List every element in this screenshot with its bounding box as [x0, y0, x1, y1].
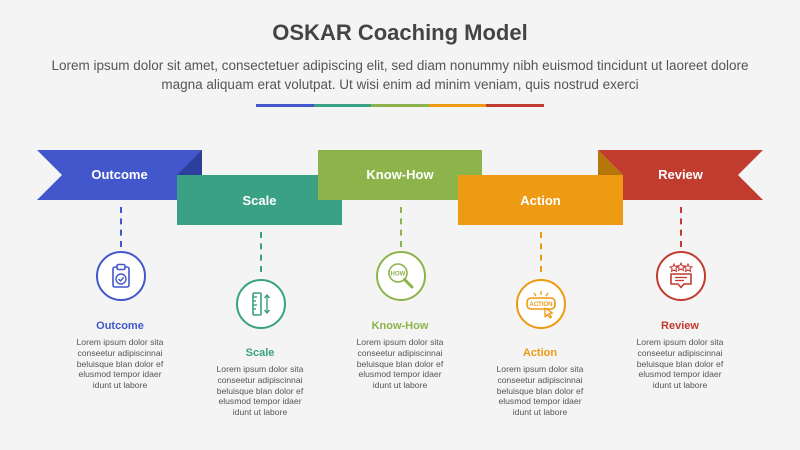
ribbon-scale — [177, 175, 342, 225]
step-label-outcome: Outcome — [96, 320, 144, 332]
divider-segment-review — [486, 104, 544, 107]
connector-review — [680, 207, 682, 247]
icon-circle-outcome — [96, 251, 146, 301]
action-button-icon: ACTION — [526, 291, 556, 319]
connector-outcome — [120, 207, 122, 247]
diagram-subtitle: Lorem ipsum dolor sit amet, consectetuer… — [51, 58, 749, 92]
divider-segment-outcome — [256, 104, 314, 107]
step-desc-scale: Lorem ipsum dolor sita conseetur adipisc… — [216, 364, 304, 418]
connector-action — [540, 232, 542, 272]
clipboard-check-icon — [112, 263, 130, 288]
color-divider — [256, 104, 544, 107]
divider-segment-action — [428, 104, 487, 107]
ribbon-knowhow — [318, 150, 482, 200]
step-desc-outcome: Lorem ipsum dolor sita conseetur adipisc… — [76, 337, 164, 391]
icon-circle-review — [656, 251, 706, 301]
ribbon-review — [598, 150, 763, 200]
icon-circle-action: ACTION — [516, 279, 566, 329]
diagram-title: OSKAR Coaching Model — [272, 20, 528, 45]
ruler-scale-icon — [252, 292, 271, 316]
icon-circle-scale — [236, 279, 286, 329]
connector-scale — [260, 232, 262, 272]
step-desc-review: Lorem ipsum dolor sita conseetur adipisc… — [636, 337, 724, 391]
step-desc-knowhow: Lorem ipsum dolor sita conseetur adipisc… — [356, 337, 444, 391]
ribbon-label-action: Action — [520, 193, 561, 208]
step-label-knowhow: Know-How — [371, 320, 429, 332]
how-magnifier-icon: HOW — [388, 263, 414, 289]
step-label-review: Review — [661, 320, 699, 332]
divider-segment-scale — [313, 104, 372, 107]
ribbon-label-knowhow: Know-How — [366, 167, 434, 182]
step-label-scale: Scale — [245, 347, 275, 359]
connector-knowhow — [400, 207, 402, 247]
ribbon-label-review: Review — [658, 167, 703, 182]
ribbon-action — [458, 175, 623, 225]
action-icon-text: ACTION — [530, 302, 553, 308]
ribbon-label-outcome: Outcome — [91, 167, 148, 182]
ribbon-outcome — [37, 150, 202, 200]
divider-segment-knowhow — [371, 104, 429, 107]
step-label-action: Action — [522, 347, 558, 359]
how-icon-text: HOW — [391, 272, 406, 278]
ribbon-label-scale: Scale — [242, 193, 277, 208]
icon-circle-knowhow: HOW — [376, 251, 426, 301]
step-desc-action: Lorem ipsum dolor sita conseetur adipisc… — [496, 364, 584, 418]
star-review-icon — [668, 261, 694, 289]
